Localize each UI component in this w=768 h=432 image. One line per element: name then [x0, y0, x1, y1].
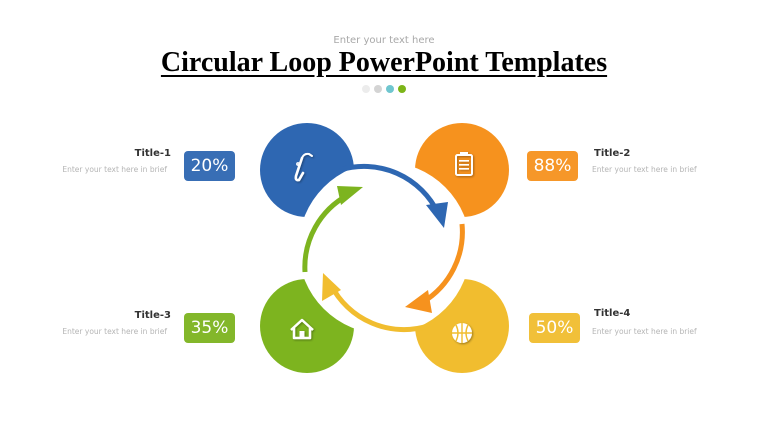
home-icon: [290, 318, 314, 340]
item-4-title: Title-4: [594, 308, 631, 319]
decorative-dots: [362, 85, 406, 93]
item-1-title: Title-1: [134, 148, 171, 159]
item-3-badge: 35%: [184, 313, 235, 343]
item-1-desc: Enter your text here in brief: [62, 165, 167, 174]
item-3-desc: Enter your text here in brief: [62, 327, 167, 336]
item-1-badge: 20%: [184, 151, 235, 181]
arrow-orange: [421, 223, 465, 305]
arrow-yellow: [328, 283, 429, 333]
dot-1: [362, 85, 370, 93]
clipboard-icon: [455, 152, 473, 176]
basketball-icon: [452, 323, 472, 343]
item-3-title: Title-3: [134, 310, 171, 321]
page-title: Circular Loop PowerPoint Templates: [160, 47, 608, 78]
item-4-badge: 50%: [529, 313, 580, 343]
item-2-title: Title-2: [594, 148, 631, 159]
arrow-green: [302, 192, 350, 273]
dot-4: [398, 85, 406, 93]
subtitle: Enter your text here: [333, 35, 435, 46]
dot-2: [374, 85, 382, 93]
arrow-blue: [339, 163, 441, 215]
item-2-desc: Enter your text here in brief: [592, 165, 697, 174]
saxophone-icon: [294, 152, 313, 182]
dot-3: [386, 85, 394, 93]
item-2-badge: 88%: [527, 151, 578, 181]
item-4-desc: Enter your text here in brief: [592, 327, 697, 336]
